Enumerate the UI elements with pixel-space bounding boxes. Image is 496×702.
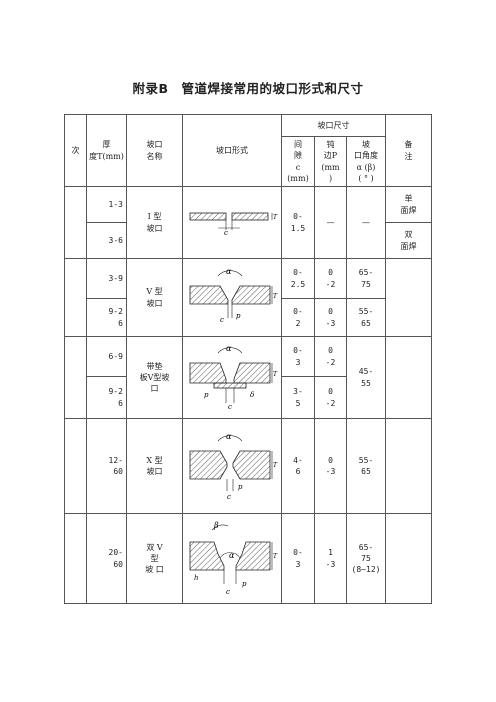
gap-cell: 0- 3 [281,336,315,377]
angle-cell: 55- 65 [346,418,386,514]
angle-cell: 65- 75 [346,258,386,299]
thickness-label: T [273,293,278,300]
thickness-label: T [273,462,278,469]
remark-cell [385,418,432,514]
header-groove-size: 坡口尺寸 [281,114,386,137]
alpha-label: α [229,551,235,560]
groove-name-v: V 型坡口 [126,258,183,337]
root-cell: 1 -3 [314,513,347,604]
gap-cell: 0- 1.5 [281,186,315,259]
gap-cell: 0- 3 [281,513,315,604]
groove-name-backing-v: 带垫板V型坡口 [126,336,183,419]
seq-cell [64,513,87,604]
backing-v-groove-drawing: α p c δ T [189,344,278,411]
header-root: 钝边P(mm) [314,136,347,187]
seq-cell [64,258,87,337]
header-groove-name: 坡口名称 [126,114,183,187]
delta-label: δ [250,391,254,399]
diagram-v-groove: α c p T [182,258,282,337]
root-cell: — [314,186,347,259]
root-label: p [242,580,247,588]
thickness-label: T [273,371,278,378]
gap-cell: 0- 2.5 [281,258,315,299]
thickness-cell: 12-60 [86,418,127,514]
alpha-label: α [226,267,232,276]
gap-label: c [228,403,232,411]
groove-name-x: X 型坡口 [126,418,183,514]
header-remark: 备注 [385,114,432,187]
seq-cell [64,186,87,259]
x-groove-drawing: α c p T [189,432,278,501]
remark-cell [385,258,432,337]
gap-cell: 0- 2 [281,298,315,337]
thickness-cell: 20-60 [86,513,127,604]
gap-label: c [224,229,228,237]
alpha-label: α [226,432,232,441]
gap-label: c [226,588,230,596]
gap-label: c [227,493,231,501]
root-label: p [204,391,209,399]
remark-cell [385,513,432,604]
thickness-cell: 3-6 [86,222,127,259]
gap-label: c [220,316,224,324]
angle-cell: 55- 65 [346,298,386,337]
page-title: 附录B 管道焊接常用的坡口形式和尺寸 [132,81,364,96]
thickness-label: T [273,214,278,221]
root-cell: 0 -3 [314,298,347,337]
thickness-cell: 3-9 [86,258,127,299]
groove-name-i: I 型坡口 [126,186,183,259]
angle-cell: 65- 75 (8~12) [346,513,386,604]
gap-cell: 3- 5 [281,376,315,419]
alpha-label: α [226,344,232,353]
gap-cell: 4- 6 [281,418,315,514]
root-cell: 0 -2 [314,258,347,299]
angle-cell: — [346,186,386,259]
thickness-cell: 1-3 [86,186,127,223]
header-thickness: 厚度T(mm) [86,114,127,187]
thickness-cell: 6-9 [86,336,127,377]
beta-label: β [213,521,219,530]
root-cell: 0 -2 [314,376,347,419]
v-groove-drawing: α c p T [189,267,278,324]
double-v-groove-drawing: β α c p h T [189,521,278,596]
diagram-x-groove: α c p T [182,418,282,514]
header-groove-form: 坡口形式 [182,114,282,187]
seq-cell [64,418,87,514]
header-seq: 次 [64,114,87,187]
diagram-backing-v-groove: α p c δ T [182,336,282,419]
remark-cell: 双面焊 [385,222,432,259]
seq-cell [64,336,87,419]
root-cell: 0 -2 [314,336,347,377]
angle-cell: 45- 55 [346,336,386,419]
root-label: p [238,483,243,491]
root-cell: 0 -3 [314,418,347,514]
i-groove-drawing: c T [189,212,278,237]
diagram-i-groove: c T [182,186,282,259]
thickness-label: T [273,553,278,560]
remark-cell: 单面焊 [385,186,432,223]
diagram-double-v-groove: β α c p h T [182,513,282,604]
root-label: p [236,312,241,320]
remark-cell [385,336,432,419]
h-label: h [194,574,199,582]
